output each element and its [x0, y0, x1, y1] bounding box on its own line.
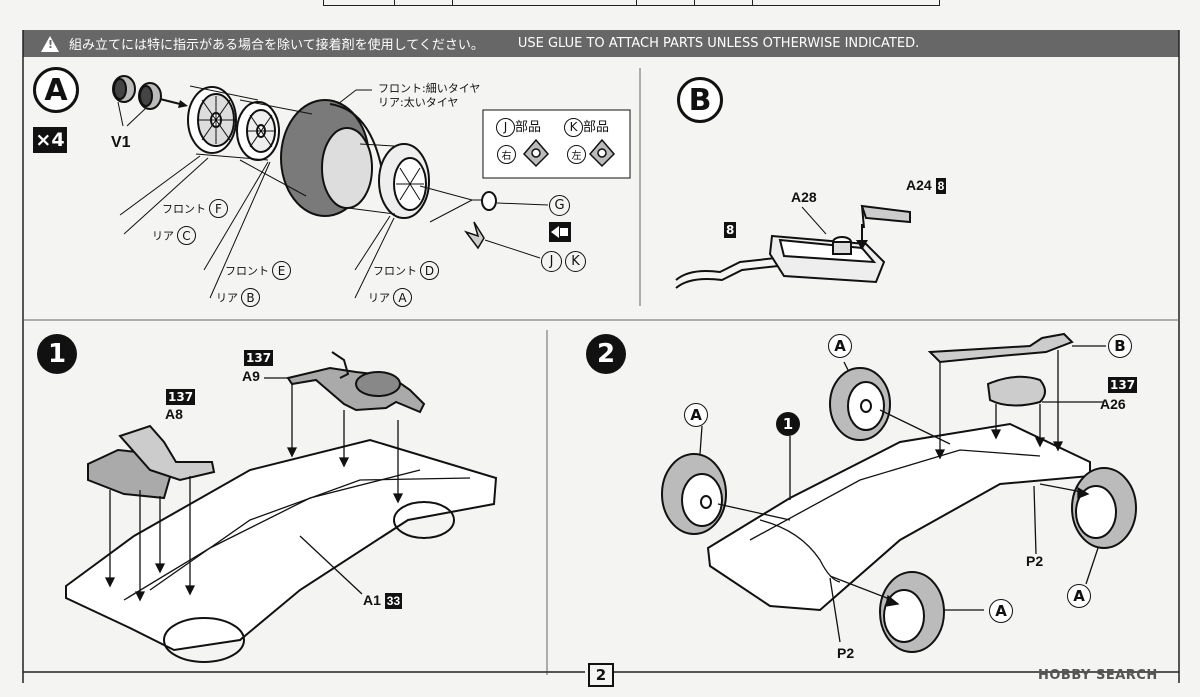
a8-paint-badge: 137: [166, 389, 196, 405]
banner-text-en: USE GLUE TO ATTACH PARTS UNLESS OTHERWIS…: [517, 36, 920, 51]
rim: [378, 143, 430, 219]
tire-note-front: フロント:細いタイヤ: [378, 82, 481, 95]
p2-label-right: P2: [1026, 553, 1044, 569]
step-2-marker: 2: [586, 334, 626, 374]
part-g-label: G: [546, 194, 570, 216]
section-a-marker: A: [33, 67, 79, 113]
a24-label: A24 8: [906, 177, 947, 194]
part-g-shape: [481, 191, 497, 211]
v1-caps: [112, 75, 162, 110]
chassis-step1-diagram: [65, 351, 498, 663]
wheel-assembly-diagram: [112, 75, 631, 299]
tire-note-rear: リア:太いタイヤ: [378, 96, 459, 109]
a8-label: A8: [165, 406, 183, 422]
v1-label: V1: [111, 134, 131, 151]
muffler-assembly-diagram: [675, 204, 911, 289]
a28-label: A28: [791, 189, 817, 205]
banner-text-jp: 組み立てには特に指示がある場合を除いて接着剤を使用してください。: [69, 38, 484, 53]
muffler-b-callout: B: [1108, 334, 1132, 358]
quantity-badge: ×4: [33, 127, 67, 153]
wheel-a-callout-top: A: [828, 334, 852, 358]
spoke-wheel: [236, 101, 280, 161]
a26-label: A26: [1100, 396, 1126, 412]
a9-paint-badge: 137: [244, 350, 274, 366]
warning-icon: !: [41, 35, 59, 52]
top-table-remnant: [323, 0, 940, 6]
step1-assembly-ref: 1: [776, 412, 800, 436]
wheel-a-callout-bottom: A: [989, 599, 1013, 623]
tire: [280, 99, 383, 217]
a26-paint-badge: 137: [1108, 377, 1138, 393]
spinner-shape: [463, 221, 485, 250]
a1-label: A1 33: [363, 592, 403, 609]
glue-instruction-banner: ! 組み立てには特に指示がある場合を除いて接着剤を使用してください。 USE G…: [23, 30, 1179, 57]
section-b-marker: B: [677, 77, 723, 123]
left-side-mark: 左: [564, 144, 586, 164]
wheel-a-callout-right: A: [1067, 584, 1091, 608]
paint-color-8-badge: 8: [724, 222, 737, 238]
watermark-logo: HOBBY SEARCH: [1038, 668, 1158, 683]
a9-label: A9: [242, 368, 260, 384]
wheel-a-callout-left: A: [684, 403, 708, 427]
step-1-marker: 1: [37, 334, 77, 374]
right-side-mark: 右: [494, 144, 516, 164]
p2-label-bottom: P2: [837, 645, 855, 661]
page-number: 2: [588, 663, 614, 687]
mesh-wheel: [187, 86, 237, 154]
